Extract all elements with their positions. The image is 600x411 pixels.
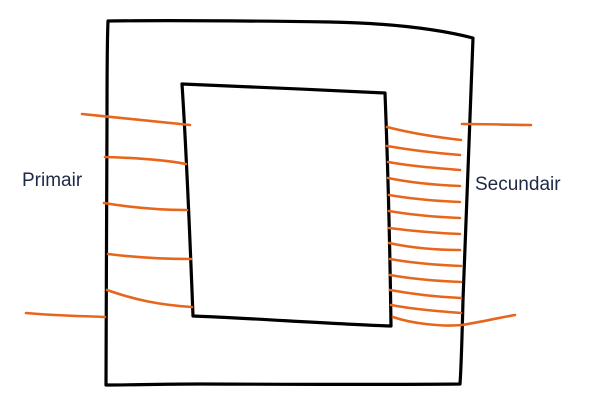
secondary-winding-turn bbox=[388, 273, 463, 284]
core-inner-window bbox=[180, 82, 393, 328]
primary-winding-turn bbox=[103, 155, 188, 166]
secondary-winding-turn bbox=[385, 125, 463, 142]
primary-winding-turn bbox=[106, 252, 193, 261]
secondary-winding bbox=[385, 122, 533, 327]
secondary-winding-turn bbox=[386, 160, 462, 172]
secondary-winding-turn bbox=[387, 209, 462, 220]
secondary-winding-turn bbox=[387, 241, 462, 252]
primary-winding-turn bbox=[105, 288, 194, 309]
primary-winding-lead-bottom bbox=[24, 311, 107, 319]
core-outer-frame bbox=[104, 18, 475, 387]
secondary-winding-turn bbox=[386, 176, 462, 188]
secondary-winding-lead-top bbox=[460, 122, 533, 127]
secondary-label: Secundair bbox=[475, 174, 561, 195]
primary-winding-turn bbox=[102, 201, 189, 212]
secondary-winding-turn bbox=[387, 226, 462, 236]
secondary-winding-turn bbox=[387, 193, 462, 204]
secondary-winding-lead-bottom bbox=[391, 313, 517, 327]
secondary-winding-turn bbox=[389, 303, 463, 315]
secondary-winding-turn bbox=[388, 288, 463, 300]
primary-winding bbox=[24, 112, 194, 319]
secondary-winding-turn bbox=[388, 257, 463, 268]
primary-label: Primair bbox=[22, 170, 83, 191]
secondary-winding-turn bbox=[385, 144, 462, 157]
primary-winding-lead-top bbox=[80, 112, 192, 127]
